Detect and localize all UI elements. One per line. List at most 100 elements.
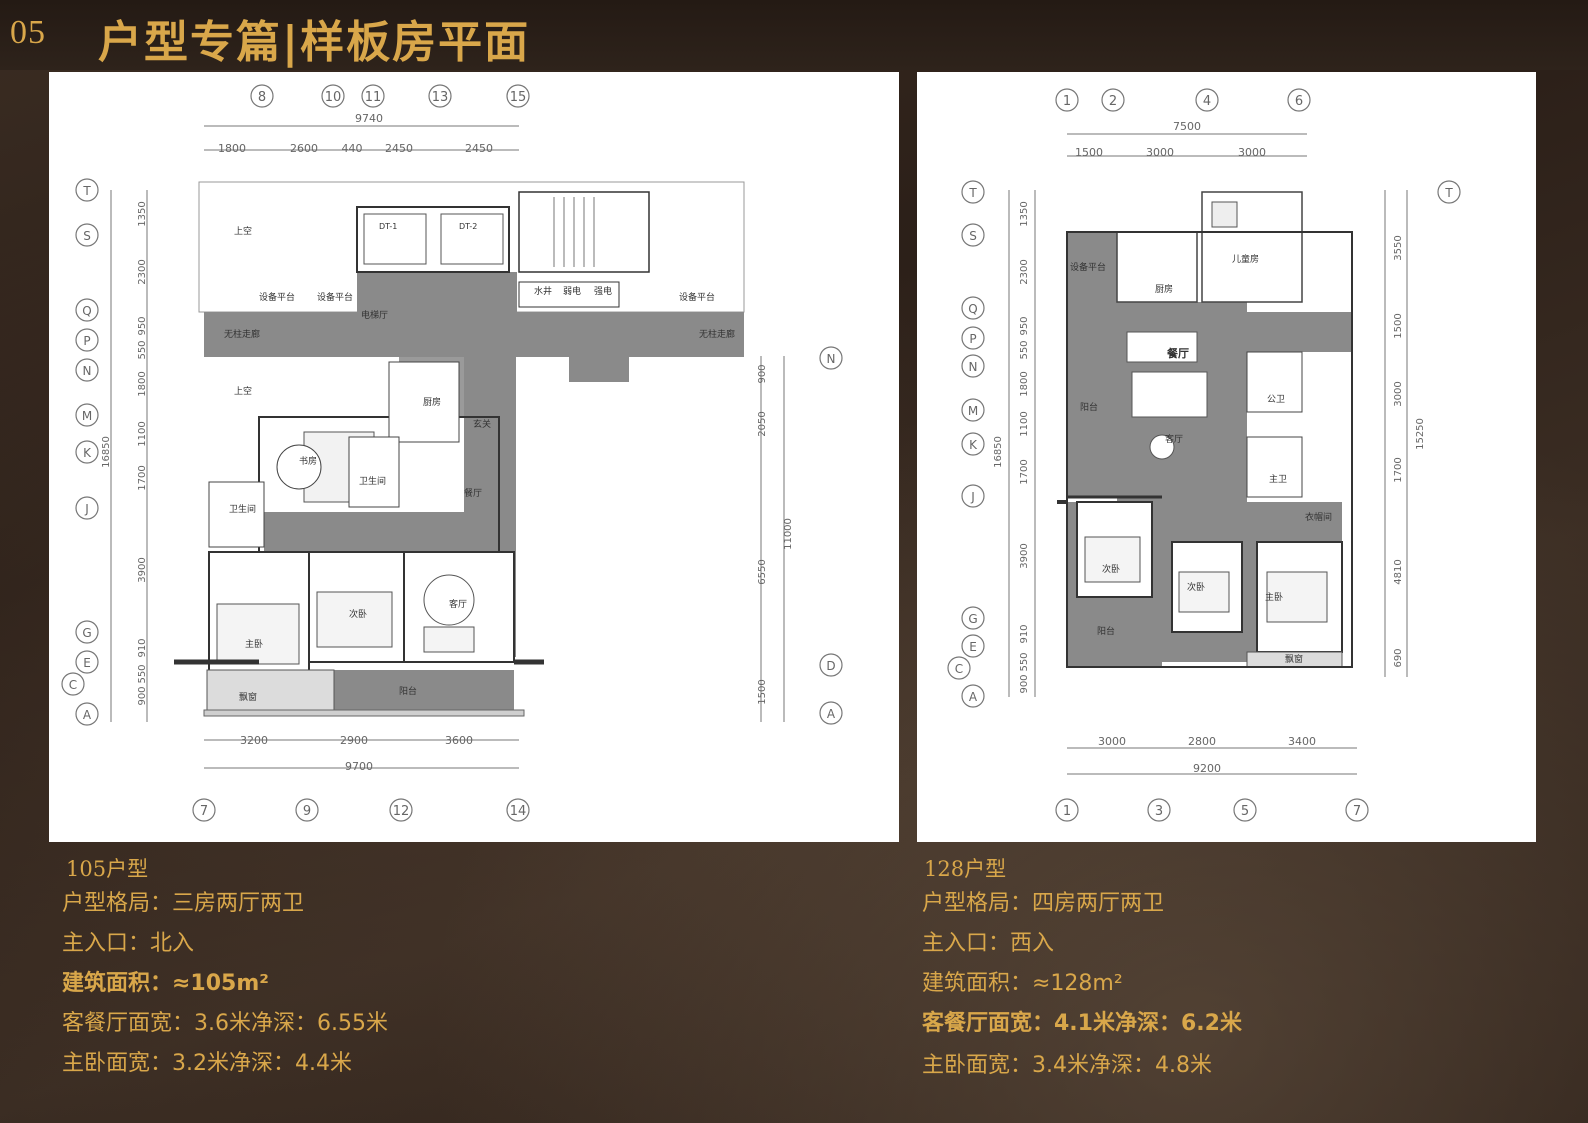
svg-text:厨房: 厨房 [1155, 283, 1173, 295]
svg-text:DT-1: DT-1 [379, 222, 397, 231]
axis-labels-right: N D A [826, 352, 836, 721]
svg-text:910: 910 [1019, 624, 1030, 643]
svg-text:强电: 强电 [594, 285, 612, 297]
svg-text:11: 11 [365, 90, 382, 105]
floor-plan-105-drawing: 9740 1800 2600 440 2450 2450 3200 2900 3… [61, 84, 843, 822]
page-number: 05 [10, 14, 46, 51]
dimension-labels-bottom: 3000 2800 3400 9200 [1098, 735, 1316, 775]
svg-text:卫生间: 卫生间 [359, 475, 386, 487]
svg-text:餐厅: 餐厅 [464, 487, 482, 499]
dimension-lines [1008, 133, 1408, 775]
svg-text:10: 10 [325, 90, 342, 105]
floor-plan-128-drawing: 7500 1500 3000 3000 3000 2800 3400 9200 … [947, 88, 1461, 822]
svg-text:1800: 1800 [137, 371, 148, 396]
svg-text:无柱走廊: 无柱走廊 [699, 328, 735, 340]
svg-text:G: G [82, 626, 91, 640]
svg-text:3000: 3000 [1146, 146, 1174, 159]
svg-text:E: E [83, 656, 91, 670]
svg-text:900: 900 [137, 686, 148, 705]
svg-text:T: T [968, 186, 977, 200]
svg-text:玄关: 玄关 [473, 418, 491, 430]
svg-text:C: C [69, 678, 77, 692]
svg-text:卫生间: 卫生间 [229, 503, 256, 515]
svg-text:3000: 3000 [1238, 146, 1266, 159]
svg-text:3000: 3000 [1098, 735, 1126, 748]
floor-plan-105: 9740 1800 2600 440 2450 2450 3200 2900 3… [49, 72, 899, 842]
svg-text:3900: 3900 [137, 557, 148, 582]
svg-text:1500: 1500 [1393, 313, 1404, 338]
svg-text:上空: 上空 [234, 385, 252, 397]
svg-text:1: 1 [1063, 94, 1071, 109]
axis-bubbles-left [61, 178, 99, 726]
unit-105-living-dims: 客餐厅面宽：3.6米净深：6.55米 [62, 1011, 388, 1036]
svg-text:2: 2 [1109, 94, 1117, 109]
svg-text:次卧: 次卧 [1102, 563, 1120, 575]
svg-text:2900: 2900 [340, 734, 368, 747]
svg-text:550: 550 [137, 664, 148, 683]
axis-labels-top: 8 10 11 13 15 [258, 90, 526, 105]
svg-text:设备平台: 设备平台 [679, 291, 715, 303]
svg-text:2450: 2450 [465, 142, 493, 155]
unit-105-details: 105户型 户型格局：三房两厅两卫 主入口：北入 建筑面积：≈105m² 客餐厅… [62, 853, 662, 1093]
svg-text:8: 8 [258, 90, 266, 105]
plan-geometry [174, 181, 745, 717]
svg-text:T: T [1444, 186, 1453, 200]
axis-bubbles-right [819, 346, 843, 725]
floor-plan-128: 7500 1500 3000 3000 3000 2800 3400 9200 … [917, 72, 1536, 842]
svg-text:飘窗: 飘窗 [239, 691, 257, 703]
svg-text:餐厅: 餐厅 [1166, 346, 1189, 360]
svg-text:电梯厅: 电梯厅 [361, 309, 388, 321]
unit-105-area: 建筑面积：≈105m² [62, 971, 269, 996]
svg-text:书房: 书房 [299, 455, 317, 467]
svg-text:2450: 2450 [385, 142, 413, 155]
svg-text:M: M [82, 409, 92, 423]
svg-text:客厅: 客厅 [449, 598, 467, 610]
svg-text:弱电: 弱电 [563, 285, 581, 297]
svg-text:9: 9 [303, 804, 311, 819]
svg-text:2300: 2300 [137, 259, 148, 284]
axis-labels-top: 1 2 4 6 [1063, 94, 1303, 109]
svg-text:阳台: 阳台 [1080, 401, 1098, 413]
dimension-labels-left: 1350 2300 950 550 1800 1100 1700 3900 91… [101, 201, 148, 705]
dimension-labels-left: 1350 2300 950 550 1800 1100 1700 3900 91… [993, 201, 1030, 693]
axis-labels-left: T S Q P N M K J G E C A [955, 186, 978, 704]
svg-text:DT-2: DT-2 [459, 222, 477, 231]
svg-text:6: 6 [1295, 94, 1303, 109]
unit-128-master-dims: 主卧面宽：3.4米净深：4.8米 [922, 1053, 1212, 1078]
svg-text:1700: 1700 [137, 465, 148, 490]
svg-text:1800: 1800 [218, 142, 246, 155]
axis-bubbles-top [250, 84, 530, 108]
svg-text:无柱走廊: 无柱走廊 [224, 328, 260, 340]
unit-128-details: 128户型 户型格局：四房两厅两卫 主入口：西入 建筑面积：≈128m² 客餐厅… [922, 853, 1532, 1093]
svg-text:7500: 7500 [1173, 120, 1201, 133]
svg-text:14: 14 [510, 804, 527, 819]
unit-105-layout: 户型格局：三房两厅两卫 [62, 891, 305, 916]
page-title: 户型专篇|样板房平面 [98, 17, 531, 68]
svg-text:3400: 3400 [1288, 735, 1316, 748]
svg-text:16850: 16850 [993, 436, 1004, 468]
svg-text:主卧: 主卧 [245, 638, 263, 650]
svg-text:690: 690 [1393, 648, 1404, 667]
svg-text:1: 1 [1063, 804, 1071, 819]
svg-text:900: 900 [1019, 674, 1030, 693]
svg-text:12: 12 [393, 804, 410, 819]
svg-text:7: 7 [200, 804, 208, 819]
room-labels: 上空 上空 DT-1 DT-2 电梯厅 无柱走廊 无柱走廊 设备平台 设备平台 … [224, 222, 735, 703]
svg-text:阳台: 阳台 [1097, 625, 1115, 637]
svg-text:1100: 1100 [137, 421, 148, 446]
svg-text:9700: 9700 [345, 760, 373, 773]
axis-labels-right: T [1444, 186, 1453, 200]
svg-text:设备平台: 设备平台 [317, 291, 353, 303]
axis-bubbles-top [1055, 88, 1311, 112]
svg-text:3900: 3900 [1019, 543, 1030, 568]
svg-text:S: S [83, 229, 91, 243]
unit-105-entrance: 主入口：北入 [62, 931, 195, 956]
svg-text:M: M [968, 404, 978, 418]
dimension-labels-top: 9740 1800 2600 440 2450 2450 [218, 112, 493, 155]
svg-text:飘窗: 飘窗 [1285, 653, 1303, 665]
unit-105-master-dims: 主卧面宽：3.2米净深：4.4米 [62, 1051, 352, 1076]
svg-text:1350: 1350 [137, 201, 148, 226]
axis-labels-bottom: 1 3 5 7 [1063, 804, 1361, 819]
svg-text:1500: 1500 [757, 679, 768, 704]
svg-text:950: 950 [137, 316, 148, 335]
